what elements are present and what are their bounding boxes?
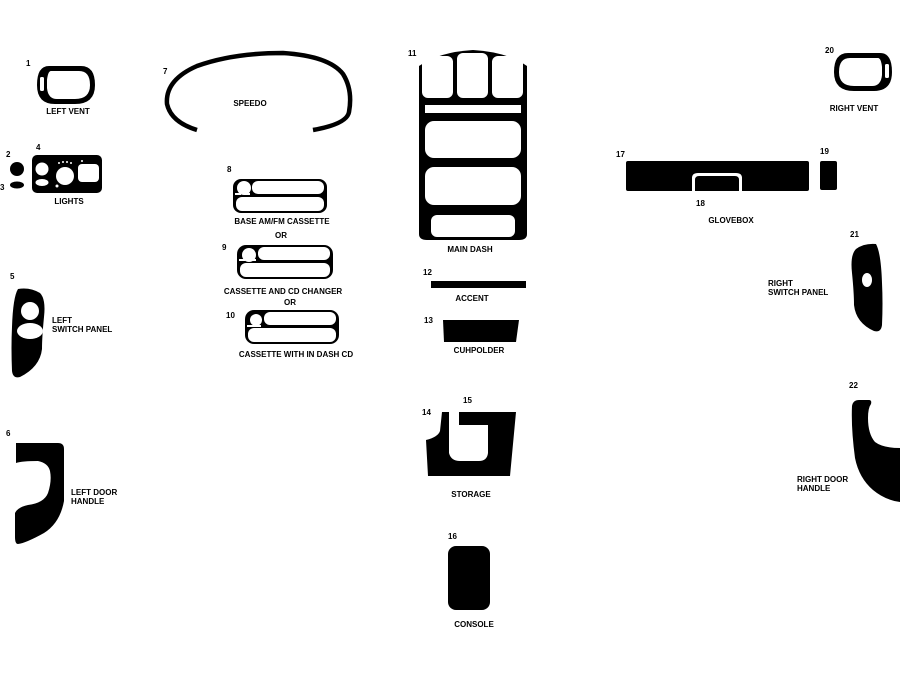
cupholder-shape [443, 320, 519, 342]
or-separator-2: OR [284, 298, 296, 307]
label-left-vent: LEFT VENT [46, 107, 90, 116]
lights-panel-shape [32, 155, 102, 193]
accent-strip-shape [431, 281, 526, 288]
right-door-handle-shape [851, 400, 900, 502]
part-number-18: 18 [696, 199, 705, 208]
storage-insert-15-shape [459, 412, 489, 425]
left-door-handle-shape [15, 443, 64, 544]
label-glovebox: GLOVEBOX [708, 216, 754, 225]
left-vent-shape [37, 66, 95, 104]
glovebox-trim-17-shape [626, 161, 809, 191]
part-number-6: 6 [6, 429, 11, 438]
part-number-13: 13 [424, 316, 433, 325]
part-number-4: 4 [36, 143, 41, 152]
speedo-trim-shape [164, 50, 353, 133]
part-number-14: 14 [422, 408, 431, 417]
part-number-15: 15 [463, 396, 472, 405]
or-separator-1: OR [275, 231, 287, 240]
right-vent-shape [834, 53, 892, 91]
part-number-11: 11 [408, 49, 417, 58]
glovebox-trim-19-shape [820, 161, 837, 190]
radio-bezel-9-shape [237, 245, 333, 279]
main-dash-bezel-shape [419, 50, 527, 240]
label-right-switch-panel: RIGHT SWITCH PANEL [768, 279, 829, 297]
part-number-8: 8 [227, 165, 232, 174]
part-number-21: 21 [850, 230, 859, 239]
label-cupholder: CUHPOLDER [453, 346, 505, 355]
part-number-20: 20 [825, 46, 834, 55]
lights-knob-shapes [10, 162, 24, 189]
label-right-door-handle: RIGHT DOOR HANDLE [797, 475, 849, 493]
radio-bezel-10-shape [245, 310, 339, 344]
part-number-1: 1 [26, 59, 31, 68]
label-main-dash: MAIN DASH [447, 245, 493, 254]
label-console: CONSOLE [454, 620, 494, 629]
part-number-7: 7 [163, 67, 168, 76]
label-accent: ACCENT [455, 294, 489, 303]
label-cassette-with-in-dash-cd: CASSETTE WITH IN DASH CD [238, 350, 354, 359]
part-number-9: 9 [222, 243, 227, 252]
part-number-5: 5 [10, 272, 15, 281]
label-speedo: SPEEDO [233, 99, 267, 108]
label-left-door-handle: LEFT DOOR HANDLE [71, 488, 118, 506]
part-number-17: 17 [616, 150, 625, 159]
label-right-vent: RIGHT VENT [829, 104, 879, 113]
part-number-3: 3 [0, 183, 5, 192]
radio-bezel-8-shape [233, 179, 327, 213]
label-lights: LIGHTS [54, 197, 84, 206]
right-switch-panel-shape [851, 243, 883, 332]
part-number-12: 12 [423, 268, 432, 277]
label-cassette-and-cd-changer: CASSETTE AND CD CHANGER [223, 287, 343, 296]
part-number-16: 16 [448, 532, 457, 541]
label-left-switch-panel: LEFT SWITCH PANEL [52, 316, 113, 334]
part-number-19: 19 [820, 147, 829, 156]
label-storage: STORAGE [451, 490, 491, 499]
console-shape [448, 546, 490, 610]
label-base-am-fm-cassette: BASE AM/FM CASSETTE [234, 217, 330, 226]
left-switch-panel-shape [11, 288, 45, 378]
part-number-2: 2 [6, 150, 11, 159]
part-number-10: 10 [226, 311, 235, 320]
part-number-22: 22 [849, 381, 858, 390]
